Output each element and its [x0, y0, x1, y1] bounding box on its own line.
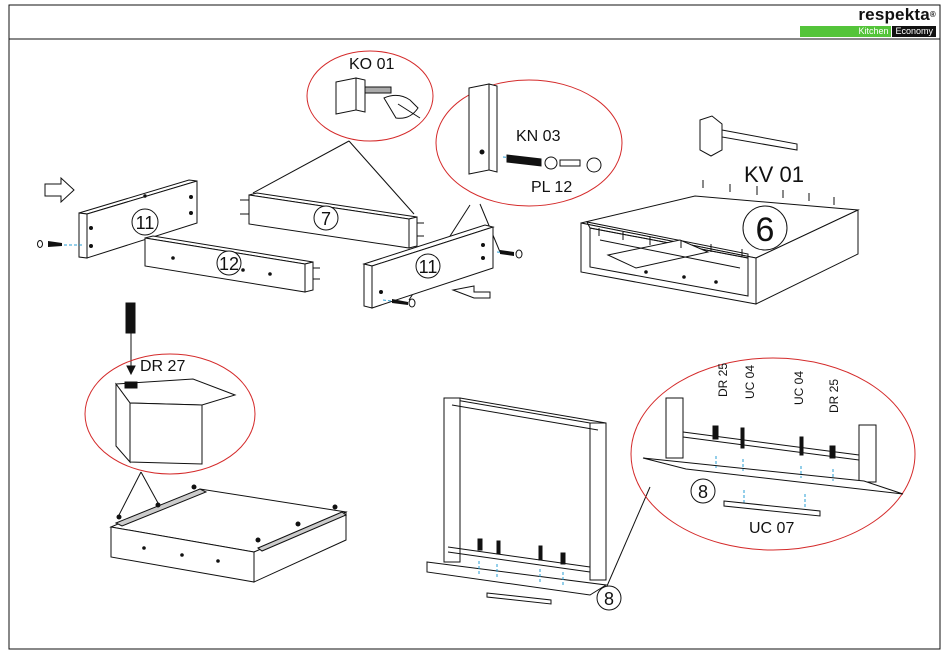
- screwdriver-icon: [126, 303, 135, 374]
- part-label-8-detail: 8: [698, 482, 708, 502]
- screws-bottom-detail: [713, 426, 835, 458]
- drawer-frame-drawing: [427, 398, 606, 595]
- part-label-11-left: 11: [136, 213, 155, 233]
- hammer-icon: [700, 116, 797, 156]
- hardware-label-uc04-right: UC 04: [792, 371, 806, 405]
- hardware-label-kn03: KN 03: [516, 128, 561, 145]
- detail-leader-ko-right: [349, 141, 414, 214]
- hardware-label-dr27: DR 27: [140, 358, 185, 375]
- hardware-label-ko01: KO 01: [349, 56, 394, 73]
- detail-leader-8: [607, 487, 650, 586]
- corner-detail-dr27: [116, 379, 235, 464]
- cam-lock-detail: [336, 78, 420, 118]
- screws-bottom-frame: [478, 539, 565, 564]
- part-label-8-main: 8: [604, 589, 614, 609]
- push-arrow-left: [45, 178, 74, 202]
- hardware-label-dr25-left: DR 25: [716, 363, 730, 397]
- frame-box-drawing: [581, 196, 858, 304]
- hardware-label-uc04-left: UC 04: [743, 365, 757, 399]
- hardware-label-dr25-right: DR 25: [827, 379, 841, 413]
- hardware-label-pl12: PL 12: [531, 179, 572, 196]
- hardware-label-kv01: KV 01: [744, 162, 804, 187]
- part-label-7: 7: [321, 209, 331, 229]
- bottom-detail-drawing: [643, 398, 903, 494]
- screw-left-side: [38, 241, 85, 248]
- part-label-6: 6: [756, 211, 775, 249]
- push-arrow-right: [453, 286, 490, 298]
- hardware-label-uc07: UC 07: [749, 520, 794, 537]
- part-label-12: 12: [219, 254, 239, 274]
- detail-leader-ko-left: [253, 141, 349, 193]
- rail-uc07-bottom: [487, 593, 551, 604]
- drawer-box-drawing: [111, 489, 346, 582]
- rail-uc07-detail: [724, 501, 820, 516]
- part-label-11-right: 11: [419, 257, 438, 277]
